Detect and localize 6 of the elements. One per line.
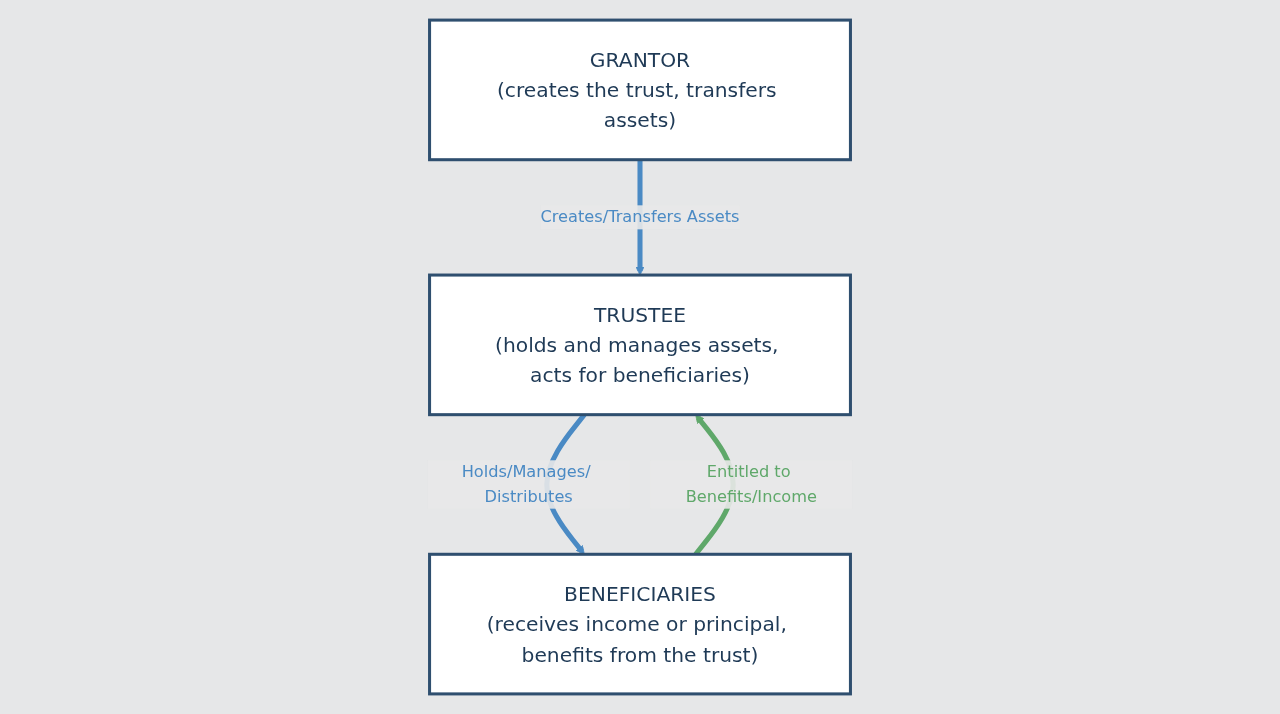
node-box: BENEFICIARIES (receives income or principal, benefits from the trust) bbox=[428, 552, 852, 696]
node-box: TRUSTEE (holds and manages assets, acts for beneficiaries) bbox=[428, 273, 852, 417]
node-box: GRANTOR (creates the trust, transfers assets) bbox=[428, 18, 852, 162]
edge-label: Entitled to Benefits/Income bbox=[685, 462, 817, 506]
edge-label: Creates/Transfers Assets bbox=[540, 207, 740, 227]
edge-label: Holds/Manages/ Distributes bbox=[461, 462, 591, 506]
